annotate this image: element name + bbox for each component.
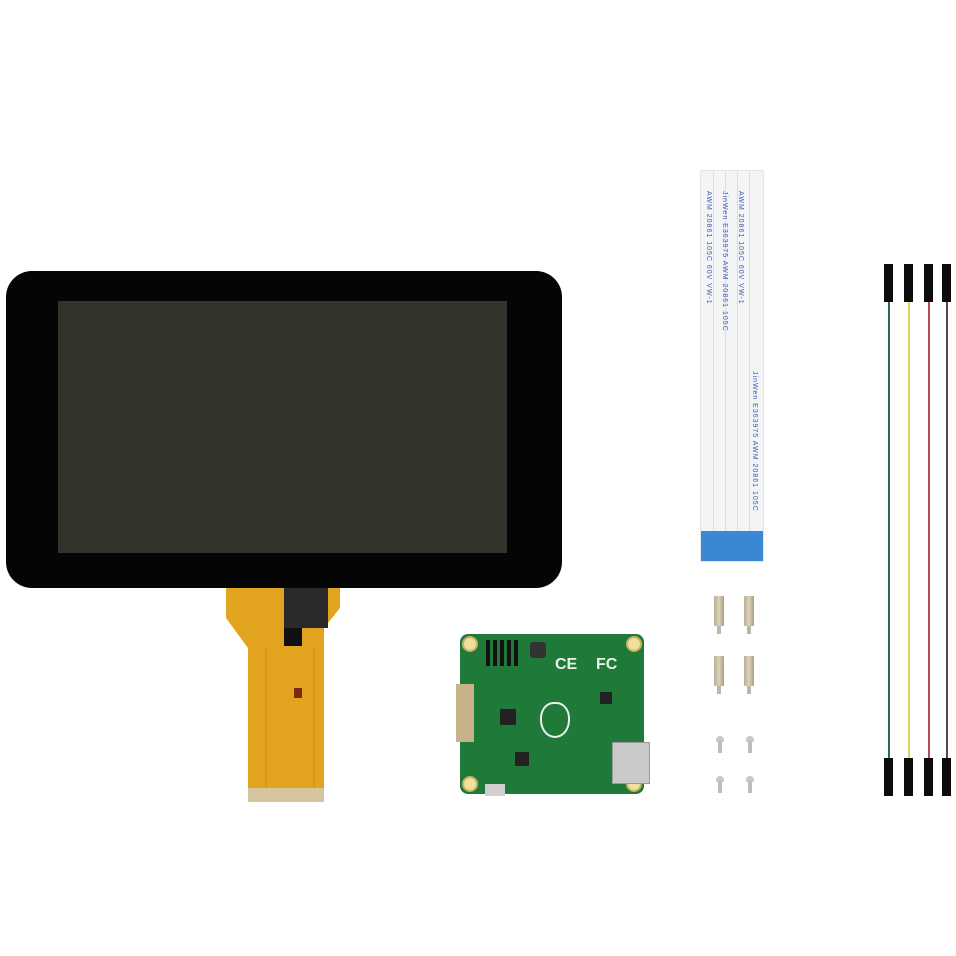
ic-chip xyxy=(515,752,529,766)
dupont-housing xyxy=(884,758,893,796)
screw xyxy=(746,736,754,754)
screw xyxy=(746,776,754,794)
ribbon-blue-tip xyxy=(701,531,763,561)
ce-mark: CE xyxy=(555,656,578,673)
jumper-wire-yellow xyxy=(908,300,910,760)
adapter-pcb: CE FC xyxy=(456,634,650,796)
brass-standoff xyxy=(714,596,724,634)
jumper-wire-green xyxy=(888,300,890,760)
usb-port xyxy=(612,742,650,784)
dupont-housing xyxy=(904,758,913,796)
mount-hole xyxy=(462,636,478,652)
display-fpc-cable xyxy=(226,588,340,802)
dupont-housing xyxy=(924,758,933,796)
ribbon-print-2: JinWen E363975 AWM 20861 105C xyxy=(721,191,728,332)
ribbon-print-4: JinWen E363975 AWM 20861 105C xyxy=(751,371,758,512)
dupont-housing xyxy=(904,264,913,302)
dupont-housing xyxy=(924,264,933,302)
fcc-mark: FC xyxy=(596,656,618,673)
ic-chip xyxy=(600,692,612,704)
inductor xyxy=(530,642,546,658)
pin-header xyxy=(486,640,520,666)
dupont-housing xyxy=(884,264,893,302)
screw xyxy=(716,776,724,794)
micro-usb-port xyxy=(485,784,505,796)
screw xyxy=(716,736,724,754)
ffc-ribbon-cable: AWM 20861 105C 60V VW-1 JinWen E363975 A… xyxy=(700,170,764,562)
mount-hole xyxy=(626,636,642,652)
dupont-housing xyxy=(942,758,951,796)
mount-hole xyxy=(462,776,478,792)
lcd-panel xyxy=(58,301,507,553)
ic-chip xyxy=(500,709,516,725)
ribbon-print-3: AWM 20861 105C 60V VW-1 xyxy=(737,191,744,305)
brass-standoff xyxy=(744,596,754,634)
jumper-wire-red xyxy=(928,300,930,760)
brass-standoff xyxy=(714,656,724,694)
dupont-housing xyxy=(942,264,951,302)
jumper-wire-black xyxy=(946,300,948,760)
raspberry-logo-icon xyxy=(540,702,570,738)
ribbon-print-1: AWM 20861 105C 60V VW-1 xyxy=(705,191,712,305)
dsi-connector xyxy=(456,684,474,742)
brass-standoff xyxy=(744,656,754,694)
